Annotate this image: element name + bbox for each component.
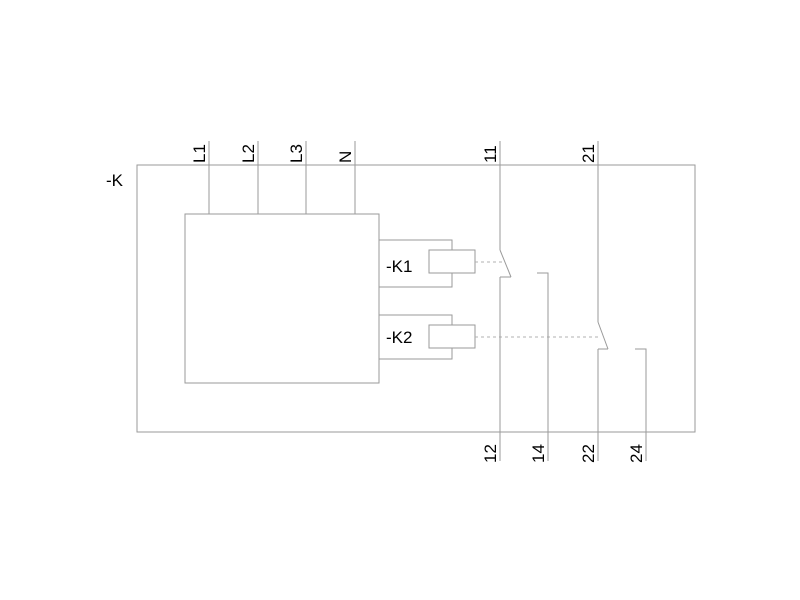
terminal-label-n: N xyxy=(336,151,355,163)
relay-k1-coil xyxy=(428,249,476,274)
terminal-label-12: 12 xyxy=(481,444,500,463)
contact-k1-no-wire xyxy=(537,272,549,461)
relay-k1-coil-lead-return xyxy=(379,273,453,288)
terminal-label-l1: L1 xyxy=(190,144,209,163)
terminal-label-l3: L3 xyxy=(287,144,306,163)
terminal-label-21: 21 xyxy=(579,144,598,163)
contact-k1: 11 12 14 xyxy=(481,141,549,463)
relay-k1-coil-lead xyxy=(379,239,453,250)
relay-k2-coil xyxy=(428,324,476,349)
device-frame xyxy=(136,164,696,433)
device-label: -K xyxy=(106,171,124,190)
relay-k1-label: -K1 xyxy=(386,257,412,276)
terminal-label-14: 14 xyxy=(529,444,548,463)
contact-k1-switch-blade xyxy=(499,249,512,278)
contact-k2-switch-blade xyxy=(597,321,609,350)
relay-k2: -K2 xyxy=(379,314,598,360)
relay-k2-coil-lead xyxy=(379,314,453,325)
relay-k2-label: -K2 xyxy=(386,328,412,347)
terminal-label-24: 24 xyxy=(627,444,646,463)
relay-k2-coil-lead-return xyxy=(379,348,453,360)
terminal-label-l2: L2 xyxy=(239,144,258,163)
terminal-label-11: 11 xyxy=(481,145,500,163)
supply-block xyxy=(184,213,380,384)
terminal-label-22: 22 xyxy=(579,444,598,463)
relay-k1: -K1 xyxy=(379,239,504,288)
contact-k2: 21 22 24 xyxy=(579,141,647,463)
contact-k2-no-wire xyxy=(635,348,647,461)
